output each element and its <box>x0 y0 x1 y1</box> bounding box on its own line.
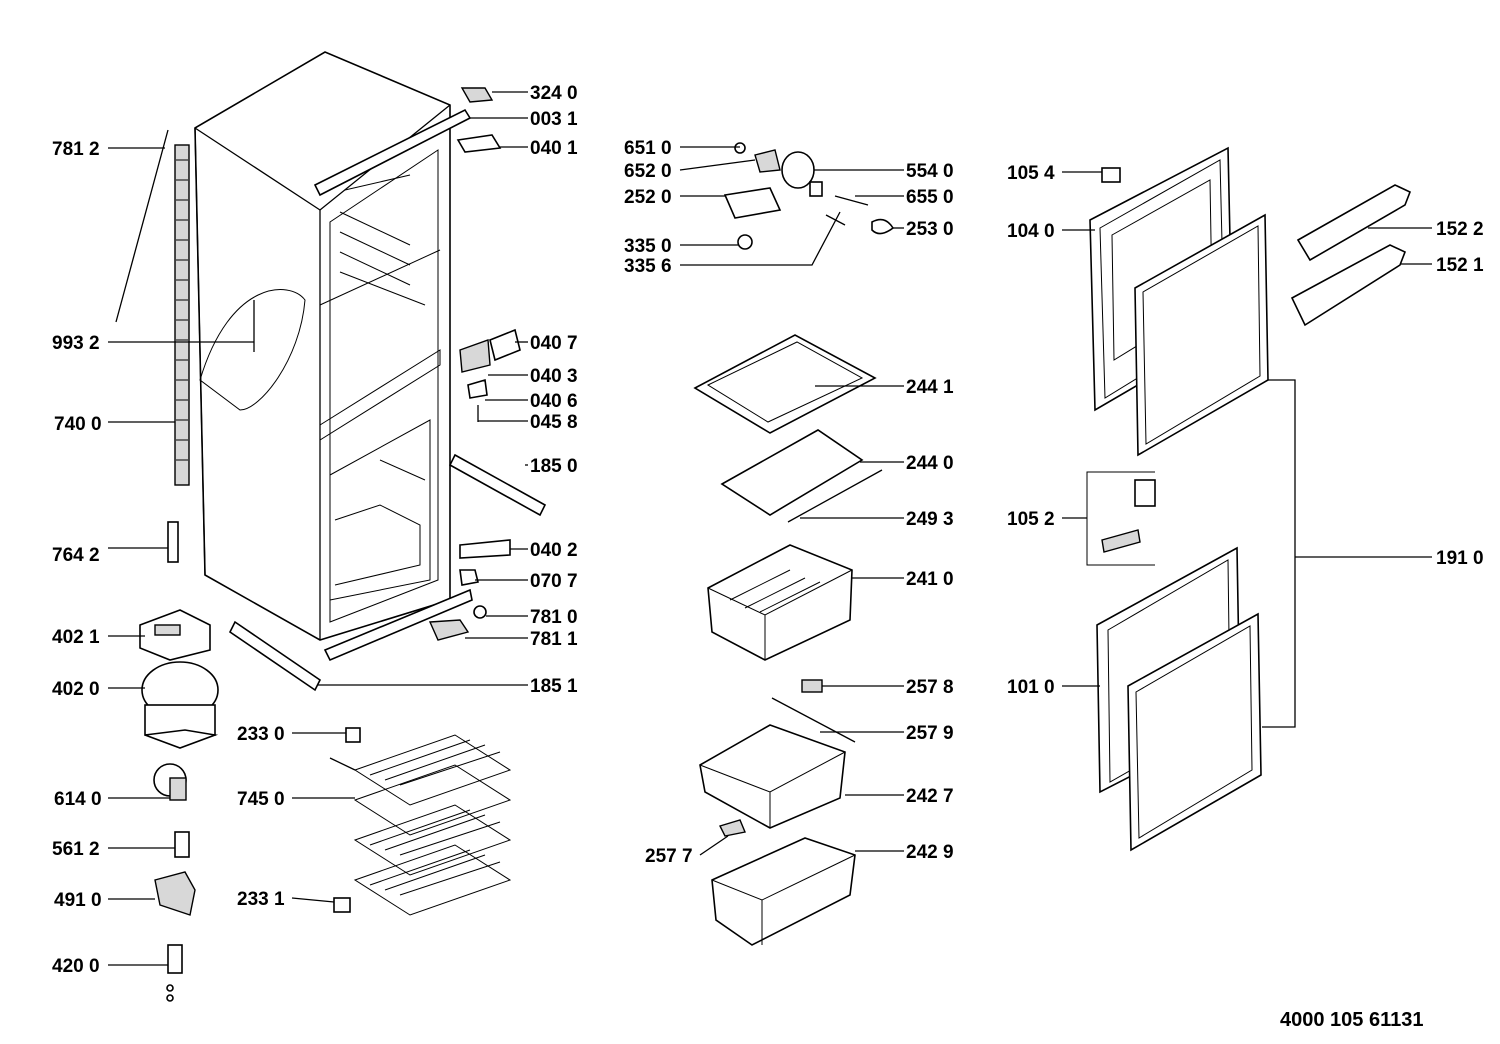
part-label-040-7: 040 7 <box>530 333 578 354</box>
part-label-105-4: 105 4 <box>1007 163 1055 184</box>
part-label-651-0: 651 0 <box>624 138 672 159</box>
part-labels: 324 0 003 1 040 1 781 2 993 2 040 7 040 … <box>52 83 1484 1031</box>
part-label-244-1: 244 1 <box>906 377 954 398</box>
part-label-191-0: 191 0 <box>1436 548 1484 569</box>
part-label-561-2: 561 2 <box>52 839 100 860</box>
part-label-335-0: 335 0 <box>624 236 672 257</box>
condenser-and-pipe-drawing <box>115 129 255 563</box>
part-label-152-2: 152 2 <box>1436 219 1484 240</box>
part-label-420-0: 420 0 <box>52 956 100 977</box>
part-label-040-2: 040 2 <box>530 540 578 561</box>
part-label-152-1: 152 1 <box>1436 255 1484 276</box>
doors-drawing <box>1089 146 1412 852</box>
part-label-244-0: 244 0 <box>906 453 954 474</box>
part-label-249-3: 249 3 <box>906 509 954 530</box>
part-label-781-1: 781 1 <box>530 629 578 650</box>
part-label-764-2: 764 2 <box>52 545 100 566</box>
document-number: 4000 105 61131 <box>1280 1009 1424 1031</box>
thermostat-control-drawing <box>723 142 895 250</box>
part-label-070-7: 070 7 <box>530 571 578 592</box>
part-label-993-2: 993 2 <box>52 333 100 354</box>
part-label-614-0: 614 0 <box>54 789 102 810</box>
part-label-740-0: 740 0 <box>54 414 102 435</box>
part-label-104-0: 104 0 <box>1007 221 1055 242</box>
part-label-003-1: 003 1 <box>530 109 578 130</box>
part-label-252-0: 252 0 <box>624 187 672 208</box>
part-label-233-1: 233 1 <box>237 889 285 910</box>
part-label-040-3: 040 3 <box>530 366 578 387</box>
part-label-652-0: 652 0 <box>624 161 672 182</box>
part-label-402-1: 402 1 <box>52 627 100 648</box>
part-label-185-0: 185 0 <box>530 456 578 477</box>
part-label-554-0: 554 0 <box>906 161 954 182</box>
part-label-105-2: 105 2 <box>1007 509 1055 530</box>
part-label-257-9: 257 9 <box>906 723 954 744</box>
part-label-241-0: 241 0 <box>906 569 954 590</box>
part-label-745-0: 745 0 <box>237 789 285 810</box>
part-label-324-0: 324 0 <box>530 83 578 104</box>
part-label-242-9: 242 9 <box>906 842 954 863</box>
wire-shelves-drawing <box>329 727 512 916</box>
part-label-781-2: 781 2 <box>52 139 100 160</box>
part-label-040-6: 040 6 <box>530 391 578 412</box>
part-label-040-1: 040 1 <box>530 138 578 159</box>
hinge-parts-drawing <box>228 87 547 692</box>
part-label-253-0: 253 0 <box>906 219 954 240</box>
part-label-335-6: 335 6 <box>624 256 672 277</box>
compressor-drawing <box>139 609 219 1002</box>
part-label-491-0: 491 0 <box>54 890 102 911</box>
shelves-and-drawers-drawing <box>693 334 883 946</box>
part-label-257-7: 257 7 <box>645 846 693 867</box>
part-label-655-0: 655 0 <box>906 187 954 208</box>
refrigerator-cabinet-drawing <box>194 51 473 662</box>
part-label-185-1: 185 1 <box>530 676 578 697</box>
part-label-257-8: 257 8 <box>906 677 954 698</box>
part-label-402-0: 402 0 <box>52 679 100 700</box>
leader-lines <box>108 91 1432 966</box>
part-label-045-8: 045 8 <box>530 412 578 433</box>
part-label-233-0: 233 0 <box>237 724 285 745</box>
part-label-101-0: 101 0 <box>1007 677 1055 698</box>
part-label-781-0: 781 0 <box>530 607 578 628</box>
part-label-242-7: 242 7 <box>906 786 954 807</box>
